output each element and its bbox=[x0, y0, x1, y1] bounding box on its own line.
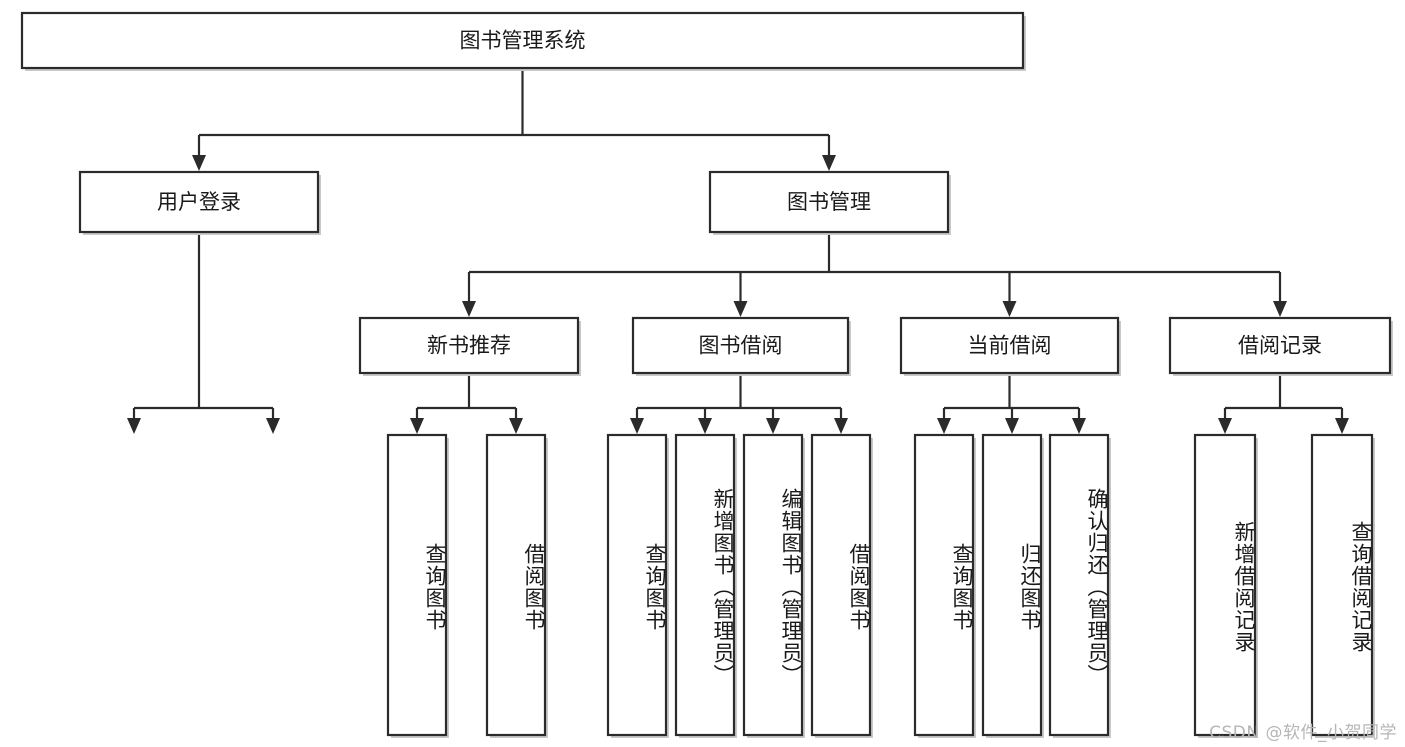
node-box-new-book-recommend[interactable] bbox=[358, 316, 580, 375]
node-box-br-query-record[interactable] bbox=[1310, 433, 1374, 737]
node-box-cb-return-book[interactable] bbox=[981, 433, 1043, 737]
node-label-borrow-record: 借阅记录 bbox=[1238, 334, 1322, 358]
arrow-head bbox=[1273, 301, 1287, 317]
arrow-head bbox=[509, 418, 523, 434]
arrow-head bbox=[698, 418, 712, 434]
node-box-nbr-borrow-book[interactable] bbox=[485, 433, 547, 737]
arrow-head bbox=[410, 418, 424, 434]
node-box-bb-edit-book[interactable] bbox=[742, 433, 804, 737]
arrow-head bbox=[834, 418, 848, 434]
node-box-book-borrow[interactable] bbox=[631, 316, 850, 375]
node-box-nbr-query-book[interactable] bbox=[386, 433, 448, 737]
node-label-root: 图书管理系统 bbox=[460, 29, 586, 53]
node-box-borrow-record[interactable] bbox=[1168, 316, 1392, 375]
node-box-root[interactable] bbox=[20, 11, 1025, 70]
arrow-head bbox=[462, 301, 476, 317]
node-box-bb-add-book[interactable] bbox=[674, 433, 736, 737]
arrow-head bbox=[1335, 418, 1349, 434]
node-label-book-manage: 图书管理 bbox=[787, 190, 871, 214]
arrow-head bbox=[822, 155, 836, 171]
node-box-bb-borrow-book[interactable] bbox=[810, 433, 872, 737]
node-label-book-borrow: 图书借阅 bbox=[699, 334, 783, 358]
node-box-book-manage[interactable] bbox=[708, 170, 950, 234]
node-box-cb-query-book[interactable] bbox=[913, 433, 975, 737]
arrow-head bbox=[127, 418, 141, 434]
node-box-current-borrow[interactable] bbox=[899, 316, 1120, 375]
arrow-head bbox=[937, 418, 951, 434]
node-box-bb-query-book[interactable] bbox=[606, 433, 668, 737]
arrow-head bbox=[733, 301, 748, 317]
node-label-user-login: 用户登录 bbox=[157, 190, 241, 214]
arrow-head bbox=[1218, 418, 1232, 434]
node-box-br-add-record[interactable] bbox=[1193, 433, 1257, 737]
node-label-current-borrow: 当前借阅 bbox=[968, 334, 1052, 358]
node-box-cb-confirm-return[interactable] bbox=[1048, 433, 1110, 737]
arrow-head bbox=[1005, 418, 1019, 434]
arrow-head bbox=[1072, 418, 1086, 434]
arrow-head bbox=[266, 418, 280, 434]
arrow-head bbox=[1002, 301, 1017, 317]
watermark-text: CSDN @软件_小贺同学 bbox=[1209, 723, 1397, 743]
arrow-head bbox=[630, 418, 644, 434]
arrow-head bbox=[766, 418, 780, 434]
connector-layer bbox=[127, 68, 1349, 434]
node-box-user-login[interactable] bbox=[78, 170, 320, 234]
arrow-head bbox=[192, 155, 206, 171]
node-label-new-book-recommend: 新书推荐 bbox=[427, 334, 511, 358]
